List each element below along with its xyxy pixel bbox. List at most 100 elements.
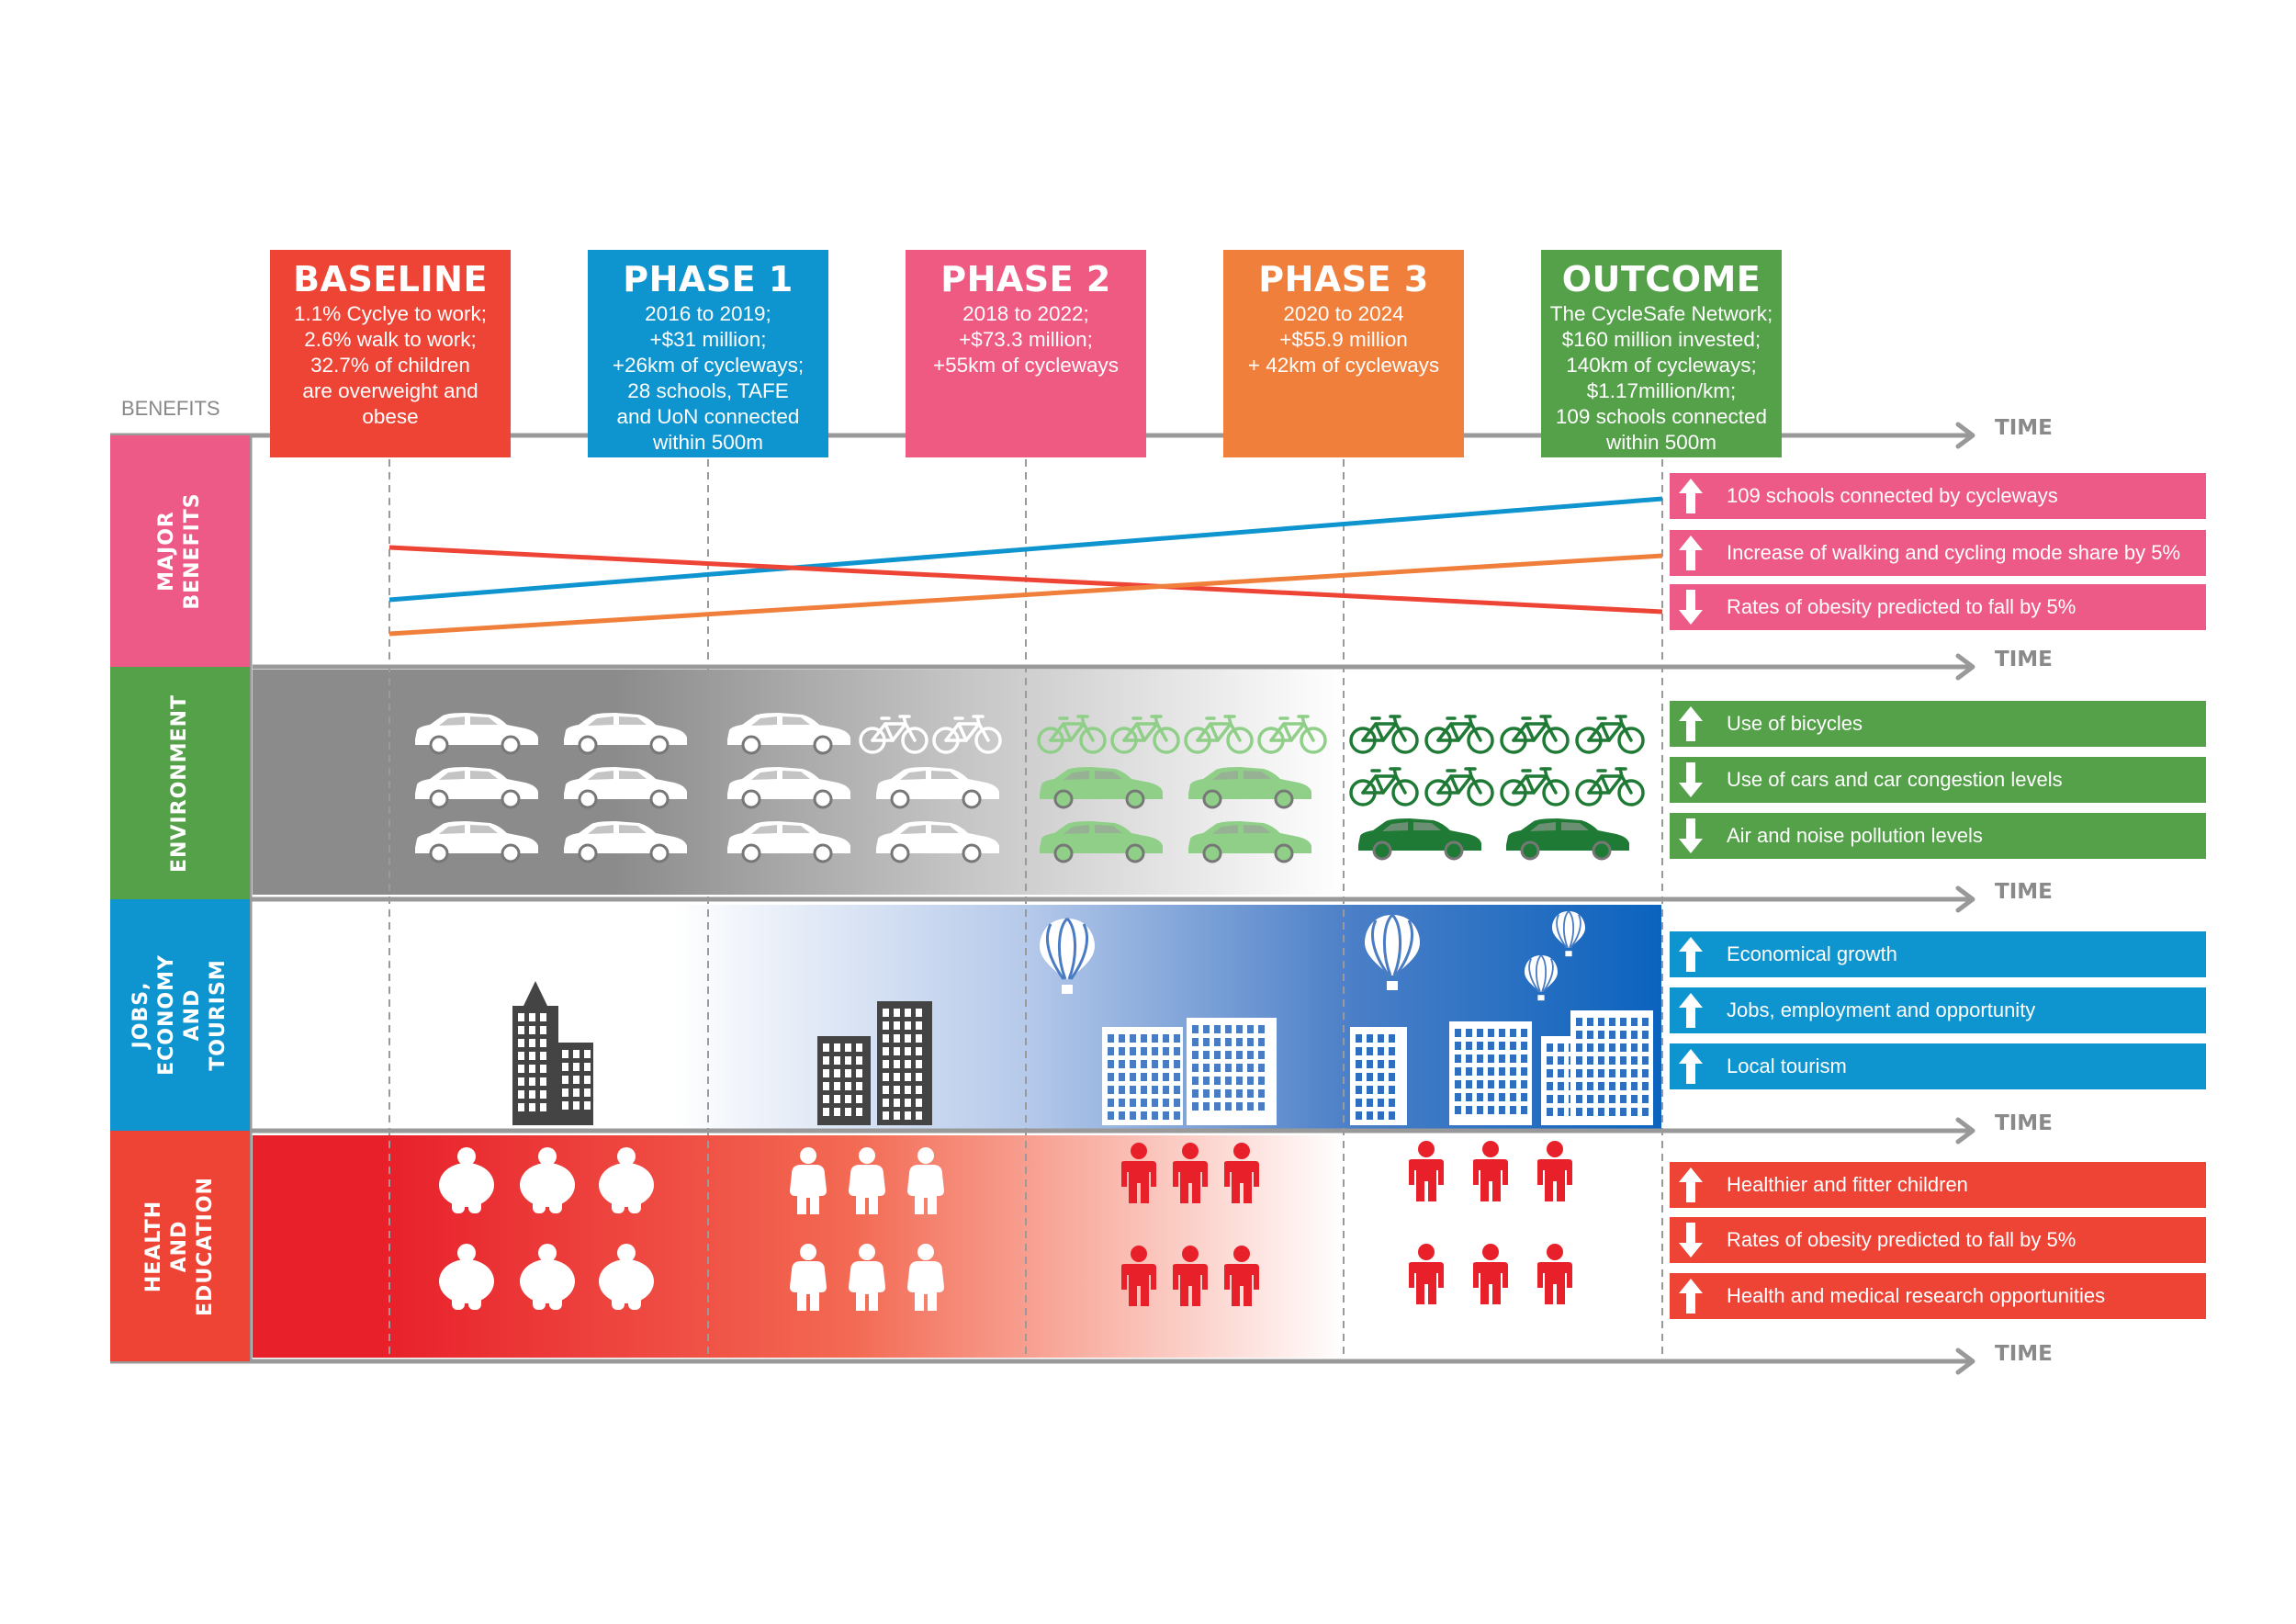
person-icon xyxy=(1409,1141,1444,1201)
overweight-child-icon xyxy=(520,1244,575,1310)
car-icon xyxy=(564,713,687,755)
building-icon xyxy=(1570,1010,1653,1125)
person-icon xyxy=(1537,1244,1572,1304)
person-icon xyxy=(1121,1246,1156,1306)
outcome-bar: Health and medical research opportunitie… xyxy=(1670,1273,2206,1319)
car-icon xyxy=(1188,767,1311,809)
phase-description: 2016 to 2019; +$31 million; +26km of cyc… xyxy=(612,302,805,454)
bicycle-icon xyxy=(859,715,929,754)
bicycle-icon xyxy=(932,715,1002,754)
overweight-child-icon xyxy=(439,1244,494,1310)
car-icon xyxy=(876,767,999,809)
arrow-up-icon xyxy=(1670,931,1712,977)
overweight-child-icon xyxy=(599,1244,654,1310)
outcome-text: Rates of obesity predicted to fall by 5% xyxy=(1727,1228,2077,1251)
arrow-up-icon xyxy=(1670,1162,1712,1208)
outcome-text: Rates of obesity predicted to fall by 5% xyxy=(1727,595,2077,618)
car-icon xyxy=(727,821,850,863)
outcome-bar: Economical growth xyxy=(1670,931,2206,977)
outcome-text: Increase of walking and cycling mode sha… xyxy=(1727,541,2181,564)
trend-line-obesity xyxy=(388,545,1663,615)
car-icon xyxy=(1358,818,1481,861)
child-icon xyxy=(849,1244,885,1311)
trend-line-mode-share xyxy=(388,553,1663,637)
arrow-up-icon xyxy=(1670,1043,1712,1089)
time-label: TIME xyxy=(1995,880,2053,904)
car-icon xyxy=(415,767,538,809)
time-label: TIME xyxy=(1995,1342,2053,1366)
time-label: TIME xyxy=(1995,416,2053,440)
hot-air-balloon-icon xyxy=(1552,910,1585,957)
bicycle-icon xyxy=(1424,715,1494,754)
arrow-down-icon xyxy=(1670,813,1712,859)
person-icon xyxy=(1473,1141,1508,1201)
overweight-child-icon xyxy=(520,1147,575,1213)
outcome-text: Air and noise pollution levels xyxy=(1727,824,1983,847)
outcome-text: Jobs, employment and opportunity xyxy=(1727,998,2036,1021)
outcome-bar: Use of bicycles xyxy=(1670,701,2206,747)
bicycle-icon xyxy=(1037,715,1107,754)
car-icon xyxy=(564,821,687,863)
building-icon xyxy=(1350,1027,1407,1125)
bicycle-icon xyxy=(1575,767,1645,806)
phase-description: 1.1% Cyclye to work; 2.6% walk to work; … xyxy=(293,302,488,428)
phase-title: PHASE 1 xyxy=(623,259,793,299)
trend-line-schools xyxy=(388,496,1663,603)
car-icon xyxy=(1188,821,1311,863)
phase-title: OUTCOME xyxy=(1561,259,1761,299)
phase-title: PHASE 2 xyxy=(940,259,1111,299)
arrow-up-icon xyxy=(1670,987,1712,1033)
car-icon xyxy=(876,821,999,863)
outcome-bar: Use of cars and car congestion levels xyxy=(1670,757,2206,803)
car-icon xyxy=(415,821,538,863)
outcome-text: Use of cars and car congestion levels xyxy=(1727,768,2063,791)
row-label-1: ENVIRONMENT xyxy=(110,667,250,899)
person-icon xyxy=(1173,1143,1208,1203)
car-icon xyxy=(1040,821,1163,863)
building-icon xyxy=(1449,1021,1532,1125)
phase-description: 2020 to 2024 +$55.9 million + 42km of cy… xyxy=(1247,302,1440,377)
outcome-bar: Rates of obesity predicted to fall by 5% xyxy=(1670,584,2206,630)
hot-air-balloon-icon xyxy=(1365,913,1420,990)
building-icon xyxy=(1187,1018,1277,1125)
row-label-text: ENVIRONMENT xyxy=(168,694,192,873)
building-icon xyxy=(557,1043,593,1125)
benefits-label: BENEFITS xyxy=(121,397,220,420)
time-label: TIME xyxy=(1995,1111,2053,1135)
outcome-text: 109 schools connected by cycleways xyxy=(1727,484,2058,507)
outcome-bar: 109 schools connected by cycleways xyxy=(1670,473,2206,519)
car-icon xyxy=(415,713,538,755)
row-label-text: HEALTH AND EDUCATION xyxy=(142,1176,217,1316)
person-icon xyxy=(1537,1141,1572,1201)
bicycle-icon xyxy=(1500,767,1570,806)
outcome-text: Use of bicycles xyxy=(1727,712,1863,735)
outcome-bar: Jobs, employment and opportunity xyxy=(1670,987,2206,1033)
outcome-bar: Healthier and fitter children xyxy=(1670,1162,2206,1208)
car-icon xyxy=(1040,767,1163,809)
person-icon xyxy=(1121,1143,1156,1203)
person-icon xyxy=(1224,1246,1259,1306)
arrow-up-icon xyxy=(1670,701,1712,747)
phase-description: The CycleSafe Network; $160 million inve… xyxy=(1549,302,1773,454)
bicycle-icon xyxy=(1349,715,1419,754)
car-icon xyxy=(727,713,850,755)
row-label-3: HEALTH AND EDUCATION xyxy=(110,1131,250,1361)
outcome-bar: Air and noise pollution levels xyxy=(1670,813,2206,859)
child-icon xyxy=(790,1147,827,1214)
person-icon xyxy=(1473,1244,1508,1304)
person-icon xyxy=(1173,1246,1208,1306)
hot-air-balloon-icon xyxy=(1040,917,1095,994)
jobs-row-bg xyxy=(253,905,1661,1130)
person-icon xyxy=(1224,1143,1259,1203)
arrow-up-icon xyxy=(1670,1273,1712,1319)
building-icon xyxy=(817,1036,871,1125)
row-label-0: MAJOR BENEFITS xyxy=(110,435,250,667)
bicycle-icon xyxy=(1500,715,1570,754)
person-icon xyxy=(1409,1244,1444,1304)
